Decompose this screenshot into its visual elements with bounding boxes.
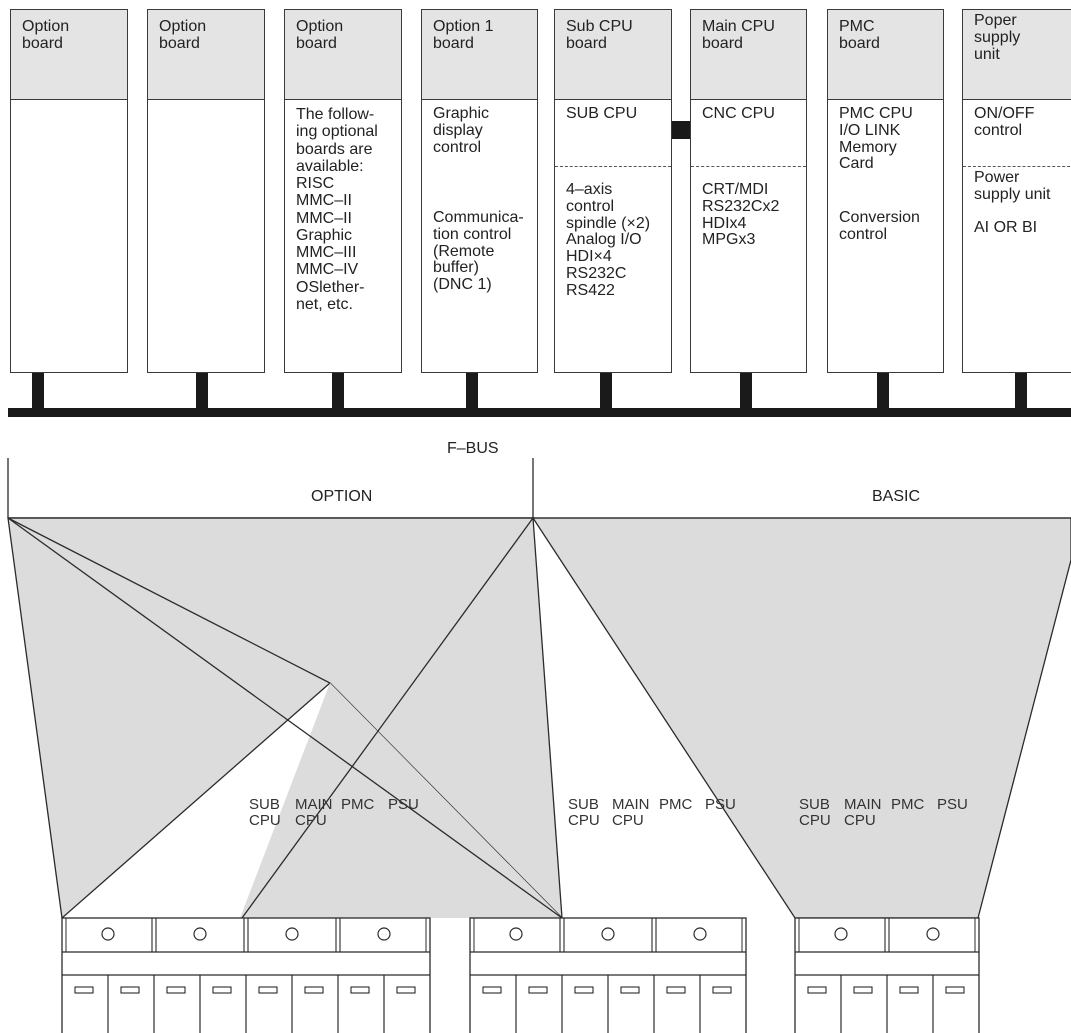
mount-screw-icon xyxy=(693,927,707,941)
slot-latch-icon xyxy=(853,986,873,994)
mount-screw-icon xyxy=(377,927,391,941)
module-label-psu: PSU xyxy=(388,796,419,813)
slot-latch-icon xyxy=(304,986,324,994)
board-option-1: Option board xyxy=(10,9,128,373)
option-label: OPTION xyxy=(311,488,373,505)
f-bus-label: F–BUS xyxy=(447,440,499,457)
board-title: PMC board xyxy=(828,10,943,100)
slot-latch-icon xyxy=(666,986,686,994)
board-title: Main CPU board xyxy=(691,10,806,100)
slot-latch-icon xyxy=(396,986,416,994)
module-label-sub-cpu: SUB CPU xyxy=(249,796,281,829)
module-label-sub-cpu: SUB CPU xyxy=(799,796,831,829)
slot-latch-icon xyxy=(350,986,370,994)
mount-screw-icon xyxy=(509,927,523,941)
slot-latch-icon xyxy=(528,986,548,994)
rack-frame xyxy=(794,917,980,1033)
slot-latch-icon xyxy=(74,986,94,994)
module-label-psu: PSU xyxy=(705,796,736,813)
section-divider xyxy=(963,166,1071,167)
slot-latch-icon xyxy=(258,986,278,994)
f-bus-line xyxy=(8,408,1071,417)
board-description-2: Communica- tion control (Remote buffer) … xyxy=(433,209,524,294)
section-divider xyxy=(691,166,806,167)
section-divider xyxy=(555,166,671,167)
rack-frame xyxy=(61,917,431,1033)
slot-latch-icon xyxy=(945,986,965,994)
board-power-supply: Poper supply unit ON/OFF control Power s… xyxy=(962,9,1071,373)
bus-connectors xyxy=(32,373,1027,409)
mount-screw-icon xyxy=(193,927,207,941)
board-option-1-board: Option 1 board Graphic display control C… xyxy=(421,9,538,373)
slot-latch-icon xyxy=(712,986,732,994)
board-description-2: 4–axis control spindle (×2) Analog I/O H… xyxy=(566,181,651,299)
basic-funnel xyxy=(531,517,1071,919)
mount-screw-icon xyxy=(285,927,299,941)
board-option-2: Option board xyxy=(147,9,265,373)
board-title: Option board xyxy=(285,10,401,100)
option-funnel-left xyxy=(7,517,535,920)
board-title: Option board xyxy=(148,10,264,100)
slot-latch-icon xyxy=(574,986,594,994)
board-option-3: Option board The follow- ing optional bo… xyxy=(284,9,402,373)
option-funnel-right xyxy=(7,517,563,920)
module-label-main-cpu: MAIN CPU xyxy=(612,796,650,829)
funnel-edge xyxy=(7,517,563,919)
module-label-pmc: PMC xyxy=(891,796,925,813)
mount-screw-icon xyxy=(926,927,940,941)
board-title: Sub CPU board xyxy=(555,10,671,100)
board-title: Option 1 board xyxy=(422,10,537,100)
board-description-2: Power supply unit AI OR BI xyxy=(974,169,1051,237)
board-description: SUB CPU xyxy=(566,105,638,122)
board-description: ON/OFF control xyxy=(974,105,1035,139)
module-label-sub-cpu: SUB CPU xyxy=(568,796,600,829)
funnel-edge xyxy=(241,517,534,919)
module-label-main-cpu: MAIN CPU xyxy=(295,796,333,829)
slot-latch-icon xyxy=(482,986,502,994)
board-description: Graphic display control xyxy=(433,105,490,156)
board-description-2: Conversion control xyxy=(839,209,920,243)
module-label-pmc: PMC xyxy=(659,796,693,813)
rack-modules xyxy=(61,917,980,1033)
basic-label: BASIC xyxy=(872,488,921,505)
slot-latch-icon xyxy=(807,986,827,994)
module-label-main-cpu: MAIN CPU xyxy=(844,796,882,829)
module-label-psu: PSU xyxy=(937,796,968,813)
rack-frame xyxy=(469,917,747,1033)
board-description-2: CRT/MDI RS232Cx2 HDIx4 MPGx3 xyxy=(702,181,780,249)
cpu-link xyxy=(672,121,690,139)
slot-latch-icon xyxy=(120,986,140,994)
board-main-cpu: Main CPU board CNC CPU CRT/MDI RS232Cx2 … xyxy=(690,9,807,373)
board-title: Poper supply unit xyxy=(963,10,1071,100)
board-description: The follow- ing optional boards are avai… xyxy=(296,106,378,313)
board-title: Option board xyxy=(11,10,127,100)
board-sub-cpu: Sub CPU board SUB CPU 4–axis control spi… xyxy=(554,9,672,373)
mount-screw-icon xyxy=(601,927,615,941)
slot-latch-icon xyxy=(166,986,186,994)
mount-screw-icon xyxy=(101,927,115,941)
slot-latch-icon xyxy=(899,986,919,994)
board-description: CNC CPU xyxy=(702,105,775,122)
module-label-pmc: PMC xyxy=(341,796,375,813)
mount-screw-icon xyxy=(834,927,848,941)
board-description: PMC CPU I/O LINK Memory Card xyxy=(839,105,913,173)
board-pmc: PMC board PMC CPU I/O LINK Memory Card C… xyxy=(827,9,944,373)
slot-latch-icon xyxy=(212,986,232,994)
slot-latch-icon xyxy=(620,986,640,994)
